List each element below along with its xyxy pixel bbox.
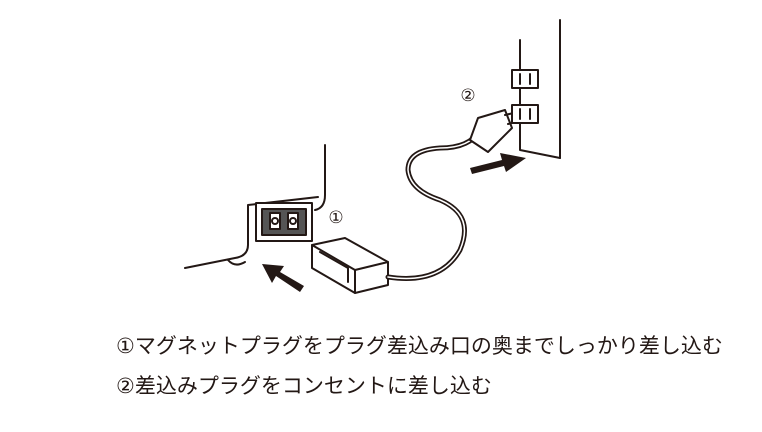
appliance-body (184, 144, 326, 269)
magnet-plug (311, 237, 389, 294)
step-1-text: ①マグネットプラグをプラグ差込み口の奥までしっかり差し込む (116, 334, 723, 358)
connection-illustration: ① ② (184, 19, 561, 294)
power-cord (385, 127, 483, 281)
step-2-text: ②差込みプラグをコンセントに差し込む (116, 374, 492, 398)
wall-outlet (511, 19, 561, 159)
insert-arrow-1 (262, 264, 304, 292)
label-step-2: ② (460, 86, 475, 106)
insert-arrow-2 (470, 153, 526, 174)
label-step-1: ① (328, 208, 343, 228)
